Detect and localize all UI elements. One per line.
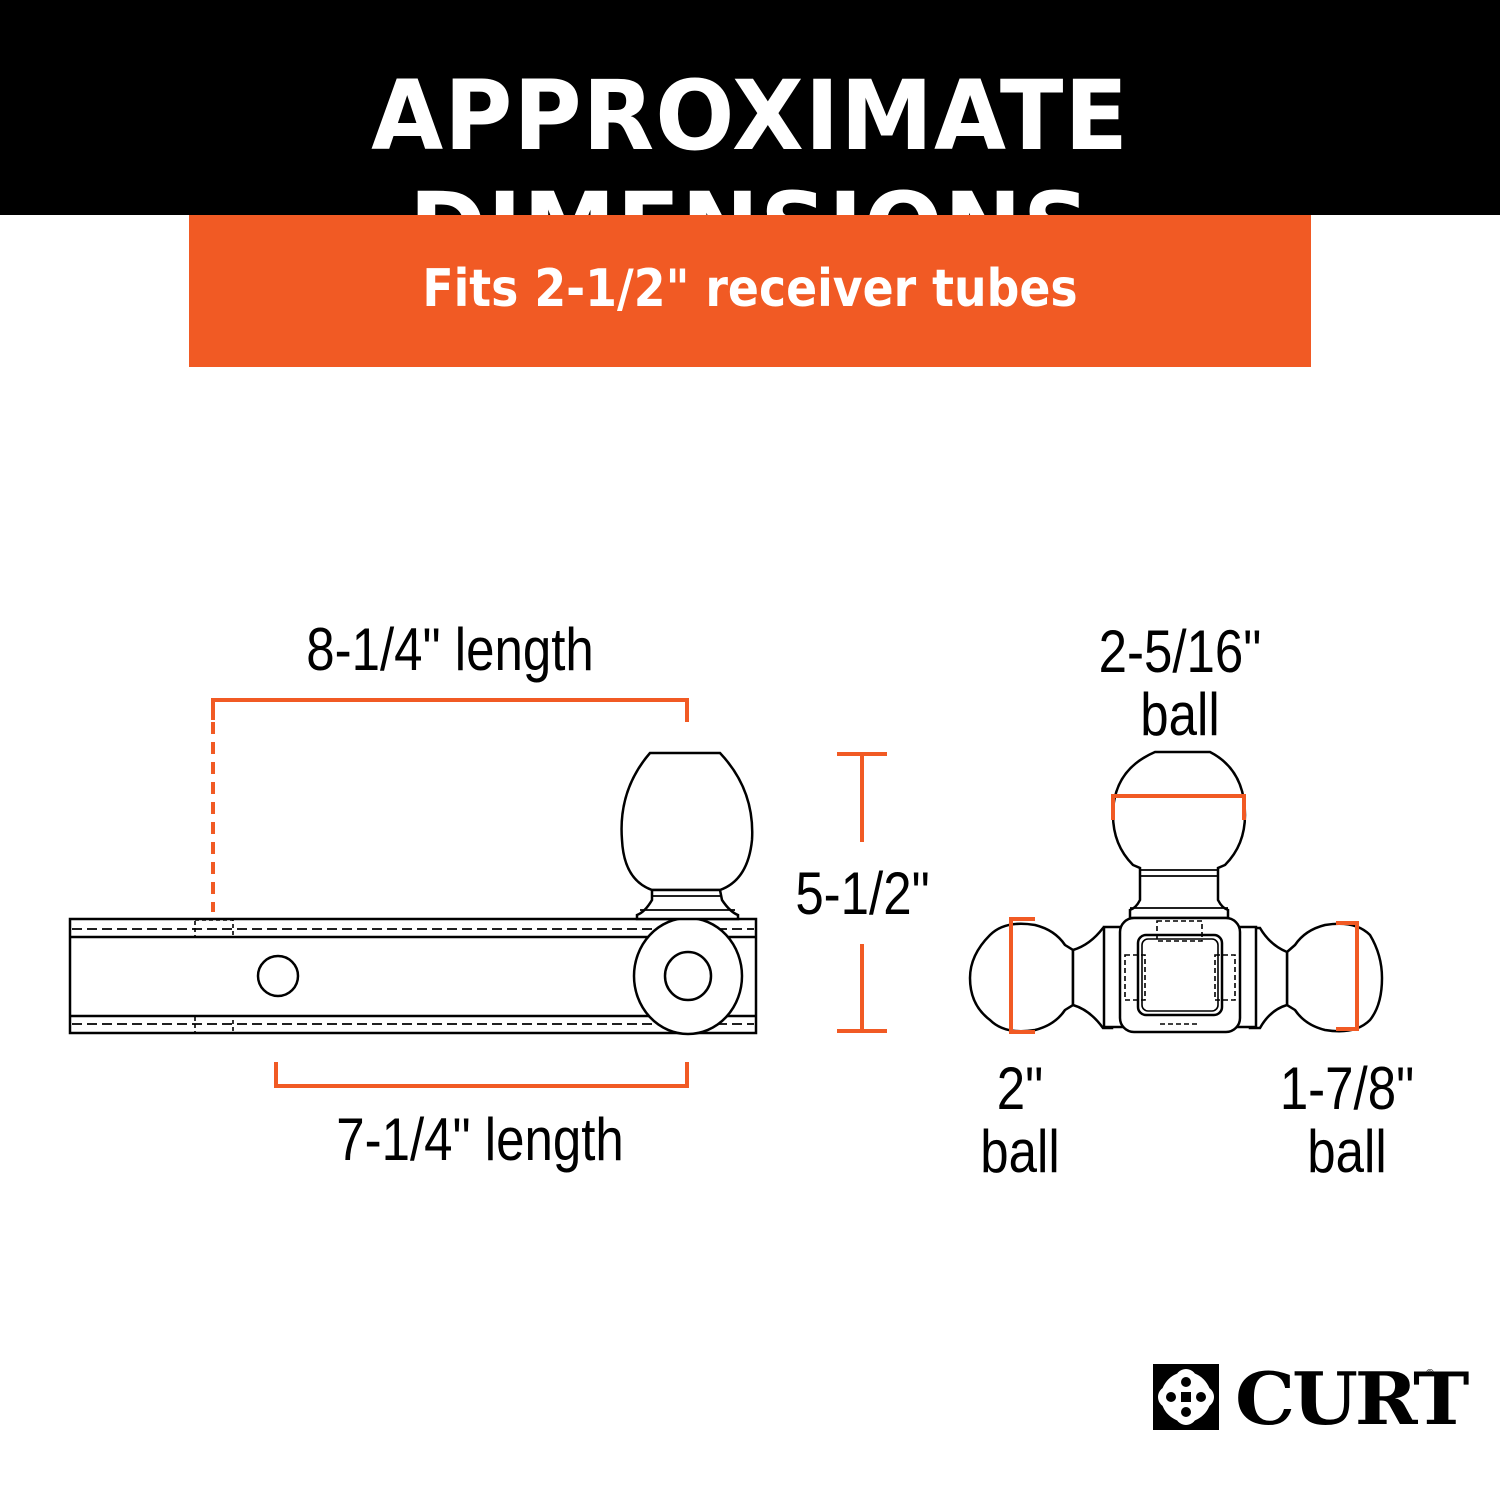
registered-mark: ® bbox=[1425, 1368, 1435, 1379]
right-ball bbox=[1285, 922, 1384, 1033]
side-dimensions bbox=[211, 698, 887, 1088]
height-label: 5-1/2" bbox=[795, 860, 930, 927]
bottom-length-bracket bbox=[274, 1062, 689, 1088]
collar-outer bbox=[632, 916, 744, 1036]
left-ball-size-label: 2" ball bbox=[969, 1057, 1071, 1183]
left-ball-size: 2" bbox=[996, 1055, 1044, 1122]
right-ball-word: ball bbox=[1307, 1118, 1387, 1185]
pin-hole bbox=[256, 954, 300, 998]
curt-logo: CURT ® bbox=[1153, 1356, 1469, 1441]
top-ball-word: ball bbox=[1140, 681, 1220, 748]
top-ball bbox=[1111, 750, 1247, 920]
top-length-bracket bbox=[211, 698, 689, 722]
top-length-label: 8-1/4" length bbox=[306, 616, 594, 683]
side-ball-neck bbox=[635, 888, 740, 921]
shank-bottom-notch bbox=[194, 1015, 234, 1034]
left-ball-word: ball bbox=[980, 1118, 1060, 1185]
front-dimensions bbox=[1009, 794, 1359, 1034]
receiver-square-innermost bbox=[1141, 938, 1219, 1012]
side-ball bbox=[620, 751, 754, 892]
hidden-pin-top bbox=[1156, 920, 1203, 942]
hidden-pin-right bbox=[1214, 954, 1236, 1001]
left-ball-diameter-marker bbox=[1009, 917, 1035, 1034]
curt-knot-icon bbox=[1153, 1364, 1219, 1430]
receiver-fit-banner: Fits 2-1/2" receiver tubes bbox=[189, 215, 1311, 367]
curt-brand-text: CURT bbox=[1235, 1356, 1469, 1441]
collar-inner bbox=[663, 950, 713, 1002]
top-ball-diameter-marker bbox=[1111, 794, 1246, 820]
top-ball-size-label: 2-5/16" ball bbox=[1095, 620, 1265, 746]
shank-top-notch bbox=[194, 919, 234, 938]
right-ball-size-label: 1-7/8" ball bbox=[1275, 1057, 1420, 1183]
right-ball-diameter-marker bbox=[1336, 921, 1359, 1031]
side-view bbox=[68, 751, 758, 1036]
receiver-fit-text: Fits 2-1/2" receiver tubes bbox=[422, 259, 1078, 319]
left-ball bbox=[968, 922, 1075, 1033]
hidden-pin-left bbox=[1124, 954, 1146, 1001]
right-ball-size: 1-7/8" bbox=[1279, 1055, 1415, 1122]
bottom-length-label: 7-1/4" length bbox=[336, 1106, 624, 1173]
header-bar: APPROXIMATE DIMENSIONS bbox=[0, 0, 1500, 284]
top-ball-size: 2-5/16" bbox=[1098, 618, 1262, 685]
